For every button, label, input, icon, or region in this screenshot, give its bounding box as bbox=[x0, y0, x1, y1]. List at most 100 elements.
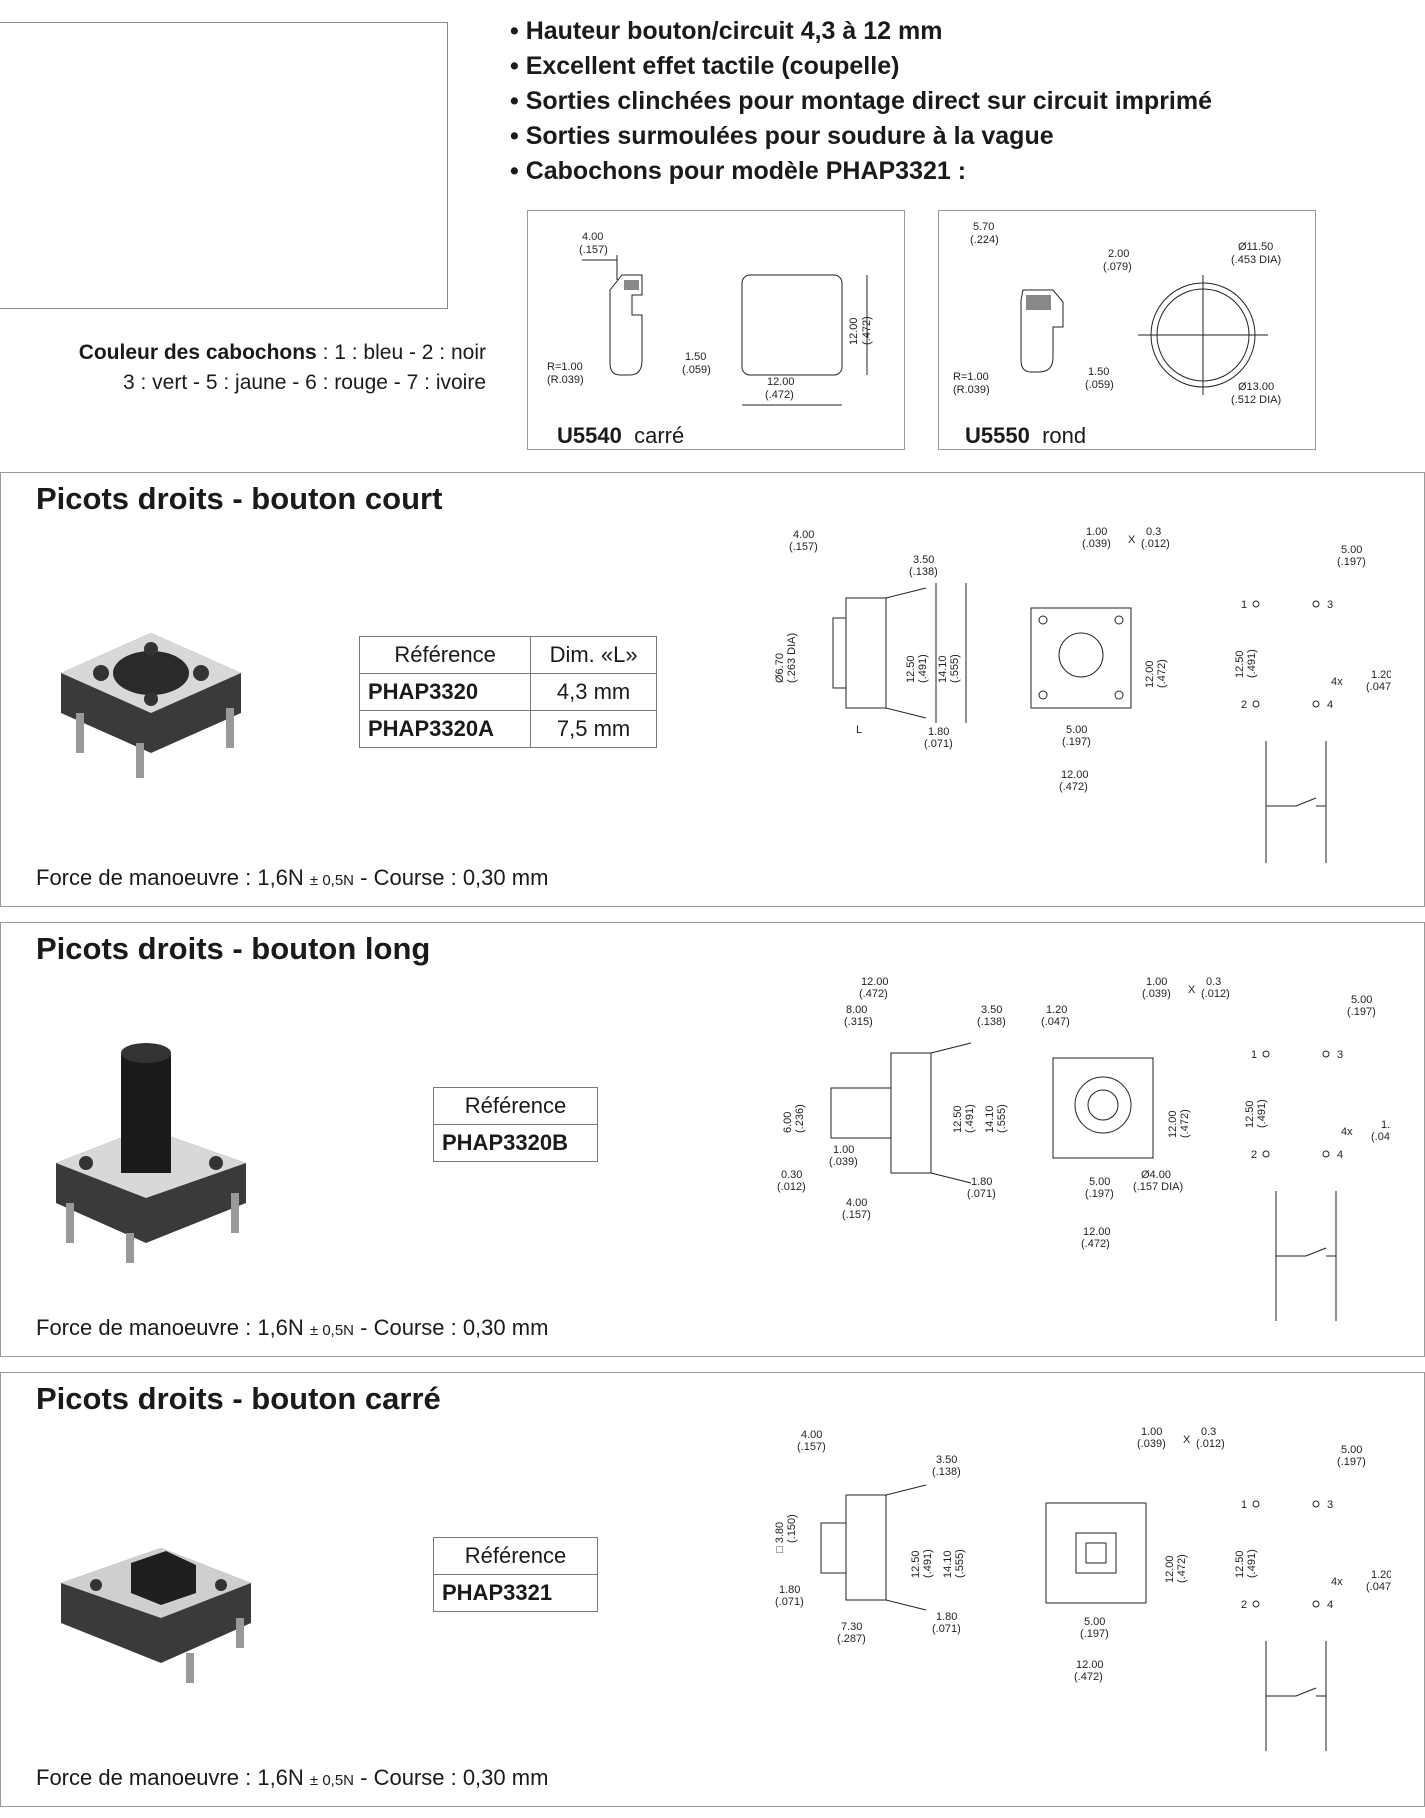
dim-text: (.039) bbox=[829, 1156, 858, 1168]
dim-text: R=1.00 bbox=[953, 371, 989, 383]
dim-text: 1.20 bbox=[1371, 669, 1391, 681]
dim-text: (R.039) bbox=[953, 384, 990, 396]
dim-text: (.224) bbox=[970, 234, 999, 246]
table-row: PHAP3320B bbox=[433, 1124, 598, 1162]
dim-text: 12.00 bbox=[1076, 1659, 1104, 1671]
dim-text: 1.20 bbox=[1046, 1004, 1067, 1016]
dim-text: (.472) bbox=[859, 988, 888, 1000]
dim-text: R=1.00 bbox=[547, 361, 583, 373]
table-header: Référence bbox=[433, 1537, 598, 1575]
product-image-frame bbox=[0, 22, 448, 309]
dim-text: 4 bbox=[1327, 699, 1333, 711]
table-header: Référence bbox=[433, 1087, 598, 1125]
dim-text: (.236) bbox=[794, 1104, 806, 1133]
dim-text: 1.20 bbox=[1381, 1119, 1391, 1131]
dim-text: 12.00 bbox=[1167, 1110, 1179, 1138]
cap-round-box bbox=[938, 210, 1316, 450]
dim-text: 1 bbox=[1241, 599, 1247, 611]
dim-text: (.157) bbox=[789, 541, 818, 553]
section-long-button: Picots droits - bouton long Référence PH… bbox=[0, 922, 1425, 1357]
cap-colors-line2: 3 : vert - 5 : jaune - 6 : rouge - 7 : i… bbox=[123, 371, 486, 394]
force-spec: Force de manoeuvre : 1,6N ± 0,5N - Cours… bbox=[36, 865, 548, 891]
dim-text: (.079) bbox=[1103, 261, 1132, 273]
cap-square-box bbox=[527, 210, 905, 450]
cap-code: U5540 bbox=[557, 423, 622, 448]
table-cell: PHAP3320A bbox=[358, 710, 532, 748]
dim-text: 8.00 bbox=[846, 1004, 867, 1016]
dim-text: 12.00 bbox=[1144, 660, 1156, 688]
dim-text: (R.039) bbox=[547, 374, 584, 386]
force-text: - Course : 0,30 mm bbox=[354, 1315, 549, 1340]
dim-text: (.047) bbox=[1366, 681, 1391, 693]
dim-text: (.071) bbox=[775, 1596, 804, 1608]
dim-text: (.472) bbox=[1059, 781, 1088, 793]
dim-text: (.197) bbox=[1080, 1628, 1109, 1640]
dim-text: 0.3 bbox=[1206, 976, 1221, 988]
dim-text: (.039) bbox=[1142, 988, 1171, 1000]
dim-text: 3 bbox=[1327, 599, 1333, 611]
dim-text: L bbox=[856, 724, 862, 736]
dim-text: Ø11.50 bbox=[1238, 241, 1273, 253]
force-text: Force de manoeuvre : 1,6N bbox=[36, 1315, 310, 1340]
table-cell: PHAP3321 bbox=[433, 1574, 598, 1612]
dim-text: 5.00 bbox=[1351, 994, 1372, 1006]
dim-text: (.197) bbox=[1085, 1188, 1114, 1200]
cap-square-drawing: 4.00 (.157) R=1.00 (R.039) 1.50 (.059) 1… bbox=[547, 231, 873, 406]
dim-text: 1.00 bbox=[1086, 526, 1107, 538]
dim-text: 1.50 bbox=[685, 351, 706, 363]
dim-text: (.555) bbox=[996, 1104, 1008, 1133]
dim-text: (.287) bbox=[837, 1633, 866, 1645]
dim-text: 5.00 bbox=[1089, 1176, 1110, 1188]
dim-text: (.491) bbox=[922, 1549, 934, 1578]
dim-text: (.071) bbox=[924, 738, 953, 750]
dim-text: (.472) bbox=[861, 316, 873, 345]
dim-text: 12.50 bbox=[1234, 1550, 1246, 1578]
dim-text: 3 bbox=[1327, 1499, 1333, 1511]
dim-text: (.491) bbox=[1256, 1099, 1268, 1128]
feature-list: Hauteur bouton/circuit 4,3 à 12 mm Excel… bbox=[510, 14, 1212, 189]
dim-text: 2.00 bbox=[1108, 248, 1129, 260]
technical-drawing-square: 4.00 (.157) 3.50 (.138) □ 3.80 (.150) 1.… bbox=[774, 1426, 1391, 1751]
dim-text: (.472) bbox=[765, 389, 794, 401]
dim-text: (.138) bbox=[977, 1016, 1006, 1028]
cap-shape: rond bbox=[1042, 423, 1087, 448]
reference-table: Référence PHAP3321 bbox=[433, 1537, 598, 1612]
dim-text: (.157 DIA) bbox=[1133, 1181, 1183, 1193]
dim-text: 1.50 bbox=[1088, 366, 1109, 378]
dim-text: Ø6.70 bbox=[774, 653, 786, 683]
dim-text: (.039) bbox=[1137, 1438, 1166, 1450]
dim-text: X bbox=[1188, 984, 1196, 996]
dim-text: 12.50 bbox=[905, 655, 917, 683]
cap-square-label: U5540 carré bbox=[557, 423, 684, 449]
dim-text: 6.00 bbox=[782, 1112, 794, 1133]
dim-text: (.071) bbox=[932, 1623, 961, 1635]
dim-text: 2 bbox=[1251, 1149, 1257, 1161]
switch-photo bbox=[56, 1043, 246, 1263]
force-tolerance: ± 0,5N bbox=[309, 1772, 355, 1789]
dim-text: (.012) bbox=[1201, 988, 1230, 1000]
dim-text: 5.00 bbox=[1084, 1616, 1105, 1628]
dim-text: 12.00 bbox=[1061, 769, 1089, 781]
force-text: Force de manoeuvre : 1,6N bbox=[36, 1765, 310, 1790]
dim-text: 12.00 bbox=[1083, 1226, 1111, 1238]
cap-shape: carré bbox=[634, 423, 685, 448]
dim-text: 12.00 bbox=[1164, 1555, 1176, 1583]
dim-text: (.555) bbox=[949, 654, 961, 683]
dim-text: 12.00 bbox=[848, 317, 860, 345]
section-title: Picots droits - bouton long bbox=[36, 931, 431, 966]
dim-text: X bbox=[1128, 534, 1136, 546]
table-cell: PHAP3320B bbox=[433, 1124, 598, 1162]
cap-round-drawing: 5.70 (.224) 2.00 (.079) R=1.00 (R.039) 1… bbox=[953, 221, 1281, 406]
dim-text: 1.00 bbox=[1146, 976, 1167, 988]
dim-text: 1 bbox=[1241, 1499, 1247, 1511]
dim-text: (.472) bbox=[1156, 659, 1168, 688]
force-spec: Force de manoeuvre : 1,6N ± 0,5N - Cours… bbox=[36, 1765, 548, 1791]
dim-text: (.472) bbox=[1176, 1554, 1188, 1583]
dim-text: 12.50 bbox=[1244, 1100, 1256, 1128]
dim-text: (.491) bbox=[964, 1104, 976, 1133]
dim-text: Ø13.00 bbox=[1238, 381, 1274, 393]
dim-text: 4x bbox=[1331, 676, 1343, 688]
